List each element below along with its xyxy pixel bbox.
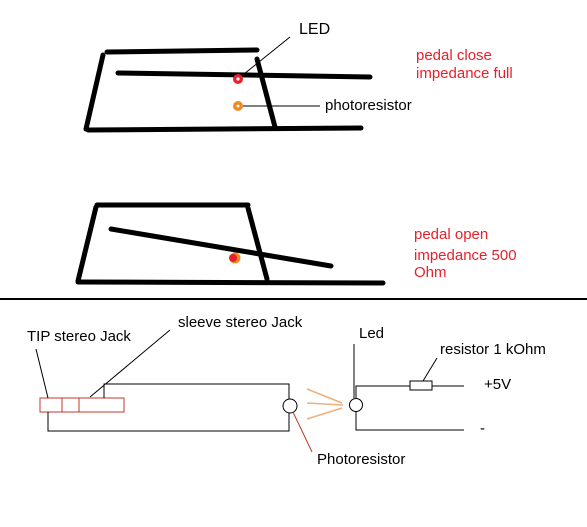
resistor-symbol	[409, 380, 433, 391]
tip-label-leader	[35, 348, 49, 399]
photoresistor-circuit-label: Photoresistor	[317, 451, 406, 468]
pedal-open-pedal-bar	[108, 226, 334, 269]
wire-led-bottom-to-minus	[355, 411, 464, 431]
pedal-closed-top-edge	[104, 47, 260, 55]
pedal-open-bottom-edge	[75, 279, 386, 286]
wire-led-top-to-resistor	[355, 385, 410, 398]
pedal-open-state-line1: pedal open	[414, 226, 489, 243]
led-symbol	[349, 398, 363, 412]
light-ray-3	[306, 407, 343, 420]
circuit-wires	[35, 329, 464, 432]
jack-connector	[39, 397, 125, 413]
sleeve-label-leader	[89, 329, 171, 398]
resistor-label: resistor 1 kOhm	[440, 341, 546, 358]
pedal-closed-state-line2: impedance full	[416, 65, 513, 82]
pedal-open-right-edge	[245, 205, 270, 282]
pedal-open-state-line3: Ohm	[414, 264, 447, 281]
pedal-open-left-edge	[75, 204, 99, 284]
minus-label: -	[480, 420, 485, 437]
led-label-leader	[243, 36, 291, 75]
plus-5v-label: +5V	[484, 376, 512, 393]
jack-body	[39, 397, 125, 413]
wire-jack-top-to-photoresistor	[103, 383, 290, 399]
photoresistor-label: photoresistor	[325, 97, 412, 114]
photoresistor-dot-top-center	[236, 104, 240, 108]
photoresistor-symbol	[282, 398, 298, 414]
led-dot-top-center	[236, 77, 240, 81]
light-ray-1	[306, 388, 343, 404]
light-rays	[306, 388, 344, 420]
pedal-closed-bottom-edge	[85, 125, 364, 133]
pedal-closed-state-line1: pedal close	[416, 47, 492, 64]
pedal-open-state-line2: impedance 500	[414, 247, 517, 264]
led-label: LED	[299, 21, 331, 38]
resistor-label-leader	[422, 357, 438, 382]
pedal-closed-right-edge	[254, 56, 278, 130]
photoresistor-label-leader-circuit	[292, 411, 313, 453]
pedal-open-drawing	[75, 202, 386, 286]
pedal-closed-drawing	[83, 47, 373, 133]
led-circuit-label: Led	[359, 325, 385, 342]
sleeve-jack-label: sleeve stereo Jack	[178, 314, 303, 331]
pedal-closed-left-edge	[83, 52, 106, 132]
wire-jack-bottom-to-photoresistor	[47, 412, 290, 432]
light-ray-2	[306, 402, 344, 406]
led-dot-middle-core	[229, 254, 237, 262]
pedal-closed-pedal-bar	[115, 70, 373, 80]
tip-jack-label: TIP stereo Jack	[27, 328, 131, 345]
